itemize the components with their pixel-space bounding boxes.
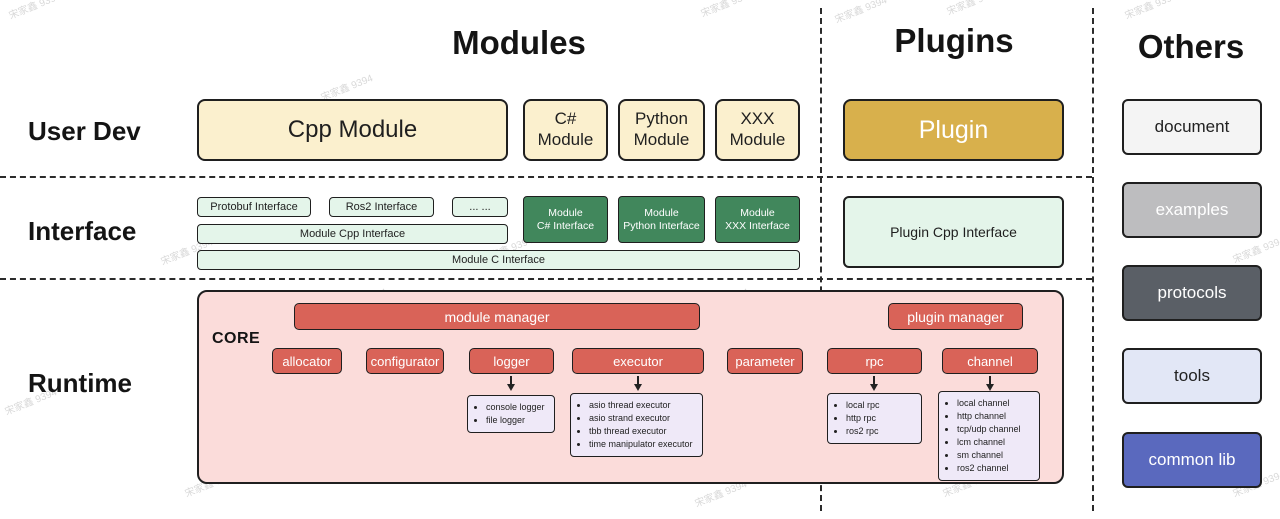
others-tools-box: tools <box>1122 348 1262 404</box>
list-item: sm channel <box>957 449 1035 462</box>
row-label-user-dev: User Dev <box>28 116 141 146</box>
list-item: ros2 channel <box>957 462 1035 475</box>
list-item: lcm channel <box>957 436 1035 449</box>
watermark: 宋家鑫 9394 <box>945 0 1001 18</box>
list-item: tcp/udp channel <box>957 423 1035 436</box>
row-label-runtime: Runtime <box>28 368 132 398</box>
module-xxx-interface-box: Module XXX Interface <box>715 196 800 243</box>
xxx-module-box: XXX Module <box>715 99 800 161</box>
divider-interface-runtime <box>0 278 1092 280</box>
others-protocols-box: protocols <box>1122 265 1262 321</box>
list-item: ros2 rpc <box>846 425 917 438</box>
list-item: tbb thread executor <box>589 425 698 438</box>
component-parameter: parameter <box>727 348 803 374</box>
row-label-interface: Interface <box>28 216 137 246</box>
list-item: http rpc <box>846 412 917 425</box>
list-item: time manipulator executor <box>589 438 698 451</box>
arrow-logger-impls-icon <box>507 376 515 391</box>
protobuf-interface-box: Protobuf Interface <box>197 197 311 217</box>
arrow-channel-impls-icon <box>986 376 994 391</box>
executor-implementations-list: asio thread executor asio strand executo… <box>578 399 698 451</box>
more-interfaces-box: ... ... <box>452 197 508 217</box>
plugin-manager-bar: plugin manager <box>888 303 1023 330</box>
list-item: asio strand executor <box>589 412 698 425</box>
core-label: CORE <box>212 330 261 347</box>
watermark: 宋家鑫 9394 <box>699 0 755 20</box>
cpp-module-box: Cpp Module <box>197 99 508 161</box>
csharp-module-box: C# Module <box>523 99 608 161</box>
module-cpp-interface-box: Module Cpp Interface <box>197 224 508 244</box>
arrow-executor-impls-icon <box>634 376 642 391</box>
arrow-rpc-impls-icon <box>870 376 878 391</box>
others-common-lib-box: common lib <box>1122 432 1262 488</box>
others-document-box: document <box>1122 99 1262 155</box>
others-examples-box: examples <box>1122 182 1262 238</box>
ros2-interface-box: Ros2 Interface <box>329 197 434 217</box>
module-csharp-interface-box: Module C# Interface <box>523 196 608 243</box>
python-module-box: Python Module <box>618 99 705 161</box>
column-header-modules: Modules <box>452 24 586 61</box>
channel-implementations-list: local channel http channel tcp/udp chann… <box>946 397 1035 475</box>
module-manager-bar: module manager <box>294 303 700 330</box>
plugin-box: Plugin <box>843 99 1064 161</box>
rpc-implementations: local rpc http rpc ros2 rpc <box>827 393 922 445</box>
column-header-plugins: Plugins <box>894 22 1014 59</box>
executor-implementations: asio thread executor asio strand executo… <box>570 393 703 458</box>
component-channel: channel <box>942 348 1038 374</box>
divider-userdev-interface <box>0 176 1092 178</box>
component-allocator: allocator <box>272 348 342 374</box>
component-executor: executor <box>572 348 704 374</box>
divider-modules-plugins <box>820 8 822 511</box>
column-header-others: Others <box>1137 28 1245 65</box>
component-configurator: configurator <box>366 348 444 374</box>
list-item: local rpc <box>846 399 917 412</box>
list-item: file logger <box>486 414 550 427</box>
list-item: console logger <box>486 401 550 414</box>
module-c-interface-box: Module C Interface <box>197 250 800 270</box>
watermark: 宋家鑫 9394 <box>1123 0 1179 22</box>
component-rpc: rpc <box>827 348 922 374</box>
list-item: local channel <box>957 397 1035 410</box>
rpc-implementations-list: local rpc http rpc ros2 rpc <box>835 399 917 438</box>
module-python-interface-box: Module Python Interface <box>618 196 705 243</box>
divider-plugins-others <box>1092 8 1094 511</box>
channel-implementations: local channel http channel tcp/udp chann… <box>938 391 1040 482</box>
list-item: http channel <box>957 410 1035 423</box>
logger-implementations-list: console logger file logger <box>475 401 550 427</box>
logger-implementations: console logger file logger <box>467 395 555 434</box>
watermark: 宋家鑫 9394 <box>7 0 63 22</box>
component-logger: logger <box>469 348 554 374</box>
plugin-cpp-interface-box: Plugin Cpp Interface <box>843 196 1064 268</box>
list-item: asio thread executor <box>589 399 698 412</box>
